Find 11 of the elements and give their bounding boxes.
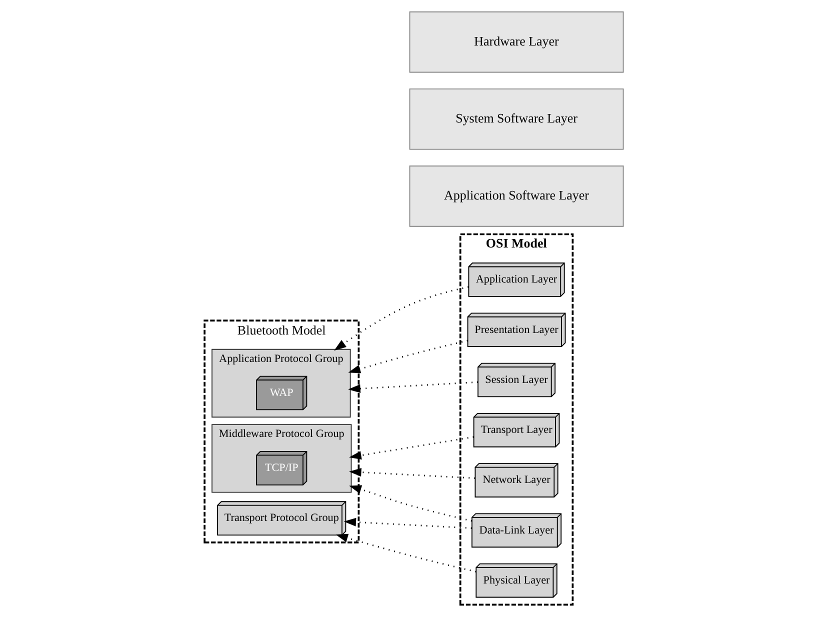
arrow xyxy=(343,518,472,529)
node-box: Application Software Layer xyxy=(408,166,624,227)
arrow xyxy=(334,286,468,351)
node-box: Hardware Layer xyxy=(408,11,624,73)
arrow xyxy=(348,340,468,374)
arrow xyxy=(348,468,475,479)
arrow xyxy=(335,534,476,572)
node-box: System Software Layer xyxy=(408,88,624,150)
arrow xyxy=(348,485,472,522)
arrow xyxy=(348,436,474,460)
arrow xyxy=(348,381,478,393)
